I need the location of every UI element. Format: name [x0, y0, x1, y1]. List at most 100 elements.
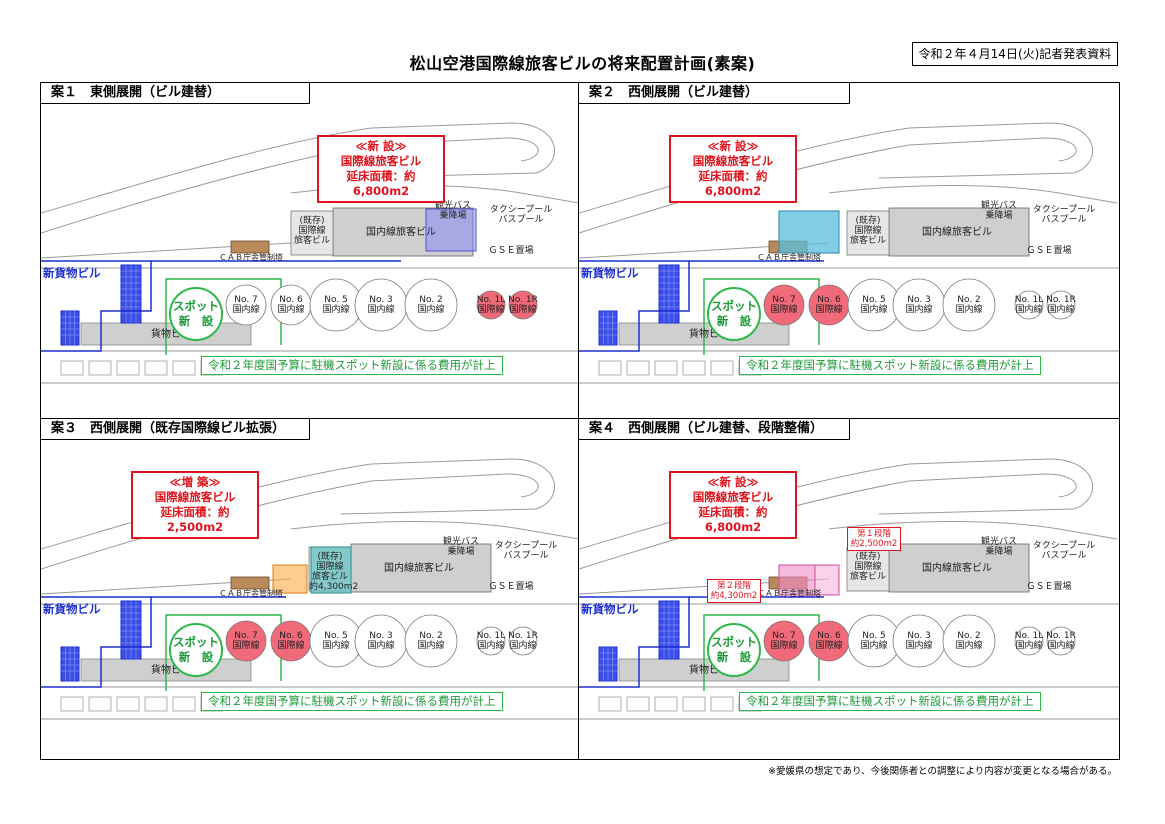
- aircraft-spot: [763, 284, 805, 326]
- lot-outline: [88, 360, 112, 376]
- aircraft-spot: [476, 626, 506, 656]
- domestic-terminal-label: 国内線旅客ビル: [366, 227, 436, 238]
- road-line: [579, 473, 1077, 570]
- taxi-pool-label: タクシープールバスプール: [489, 205, 553, 225]
- stage2-box: 第２段階約4,300m2: [707, 579, 761, 603]
- cargo-building-label: 貨物ビル: [689, 665, 729, 676]
- press-date-label: 令和２年４月14日(火)記者発表資料: [912, 42, 1118, 66]
- airport-map: [579, 458, 1119, 720]
- lot-outline: [682, 696, 706, 712]
- expansion-highlight: [272, 564, 308, 594]
- cab-building: [230, 576, 270, 590]
- aircraft-spot: [476, 290, 506, 320]
- lot-outline: [172, 360, 196, 376]
- cargo-building-label: 貨物ビル: [689, 329, 729, 340]
- budget-note: 令和２年度国予算に駐機スポット新設に係る費用が計上: [739, 692, 1041, 711]
- aircraft-spot: [763, 620, 805, 662]
- lot-outline: [626, 360, 650, 376]
- cargo-area-outline: [41, 596, 152, 688]
- cab-building: [230, 240, 270, 254]
- aircraft-spot: [942, 614, 996, 668]
- aircraft-spot: [942, 278, 996, 332]
- lot-outline: [88, 696, 112, 712]
- lot-outline: [116, 696, 140, 712]
- domestic-terminal-label: 国内線旅客ビル: [922, 563, 992, 574]
- road-line: [828, 185, 1118, 204]
- stage1-highlight: [814, 564, 840, 596]
- spot-new-badge: スポット新 設: [169, 287, 223, 341]
- cargo-area-outline: [579, 260, 690, 352]
- cargo-new-label: 新貨物ビル: [43, 602, 101, 616]
- existing-intl-building: [290, 210, 334, 256]
- new-intl-building-box: ≪新 設≫国際線旅客ビル延床面積：約6,800m2: [669, 135, 797, 203]
- aircraft-spot: [1046, 626, 1076, 656]
- road-line: [41, 458, 556, 550]
- existing-intl-label: (既存)国際線旅客ビル: [293, 216, 330, 246]
- tour-bus-label: 観光バス乗降場: [980, 537, 1017, 557]
- new-intl-building-box: ≪新 設≫国際線旅客ビル延床面積：約6,800m2: [317, 135, 445, 203]
- existing-intl-label: (既存)国際線旅客ビル: [849, 552, 886, 582]
- road-line: [579, 122, 1094, 214]
- road-line: [579, 458, 1094, 550]
- spot-new-badge: スポット新 設: [169, 623, 223, 677]
- domestic-terminal-label: 国内線旅客ビル: [384, 563, 454, 574]
- lot-outline: [116, 360, 140, 376]
- lot-outline: [710, 696, 734, 712]
- cargo-area-outline: [579, 596, 690, 688]
- aircraft-spot: [1014, 290, 1044, 320]
- lot-outline: [60, 360, 84, 376]
- cab-label: ＣＡＢ庁舎管制塔: [757, 253, 821, 262]
- taxi-pool-label: タクシープールバスプール: [494, 541, 558, 561]
- tour-bus-label: 観光バス乗降場: [442, 537, 479, 557]
- tour-bus-label: 観光バス乗降場: [434, 201, 471, 221]
- aircraft-spot: [404, 278, 458, 332]
- cargo-building-label: 貨物ビル: [151, 329, 191, 340]
- lot-outline: [626, 696, 650, 712]
- taxi-pool-label: タクシープールバスプール: [1032, 541, 1096, 561]
- gse-label: ＧＳＥ置場: [1026, 582, 1072, 592]
- airport-map: [41, 458, 579, 720]
- budget-note: 令和２年度国予算に駐機スポット新設に係る費用が計上: [201, 692, 503, 711]
- lot-outline: [710, 360, 734, 376]
- budget-note: 令和２年度国予算に駐機スポット新設に係る費用が計上: [739, 356, 1041, 375]
- new-intl-building-box: ≪増 築≫国際線旅客ビル延床面積：約2,500m2: [131, 471, 259, 539]
- aircraft-spot: [225, 284, 267, 326]
- cab-label: ＣＡＢ庁舎管制塔: [757, 589, 821, 598]
- cargo-new-label: 新貨物ビル: [581, 266, 639, 280]
- road-line: [579, 137, 1077, 234]
- lot-outline: [654, 696, 678, 712]
- domestic-terminal: [888, 207, 1030, 257]
- new-intl-building-highlight: [425, 208, 477, 252]
- aircraft-spot: [1046, 290, 1076, 320]
- existing-intl-label: (既存)国際線旅客ビル: [849, 216, 886, 246]
- lot-outline: [60, 696, 84, 712]
- lot-outline: [598, 360, 622, 376]
- new-intl-building-highlight: [778, 210, 840, 254]
- aircraft-spot: [225, 620, 267, 662]
- domestic-terminal: [888, 543, 1030, 593]
- budget-note: 令和２年度国予算に駐機スポット新設に係る費用が計上: [201, 356, 503, 375]
- tour-bus-label: 観光バス乗降場: [980, 201, 1017, 221]
- lot-outline: [144, 360, 168, 376]
- page-title: 松山空港国際線旅客ビルの将来配置計画(素案): [409, 54, 756, 73]
